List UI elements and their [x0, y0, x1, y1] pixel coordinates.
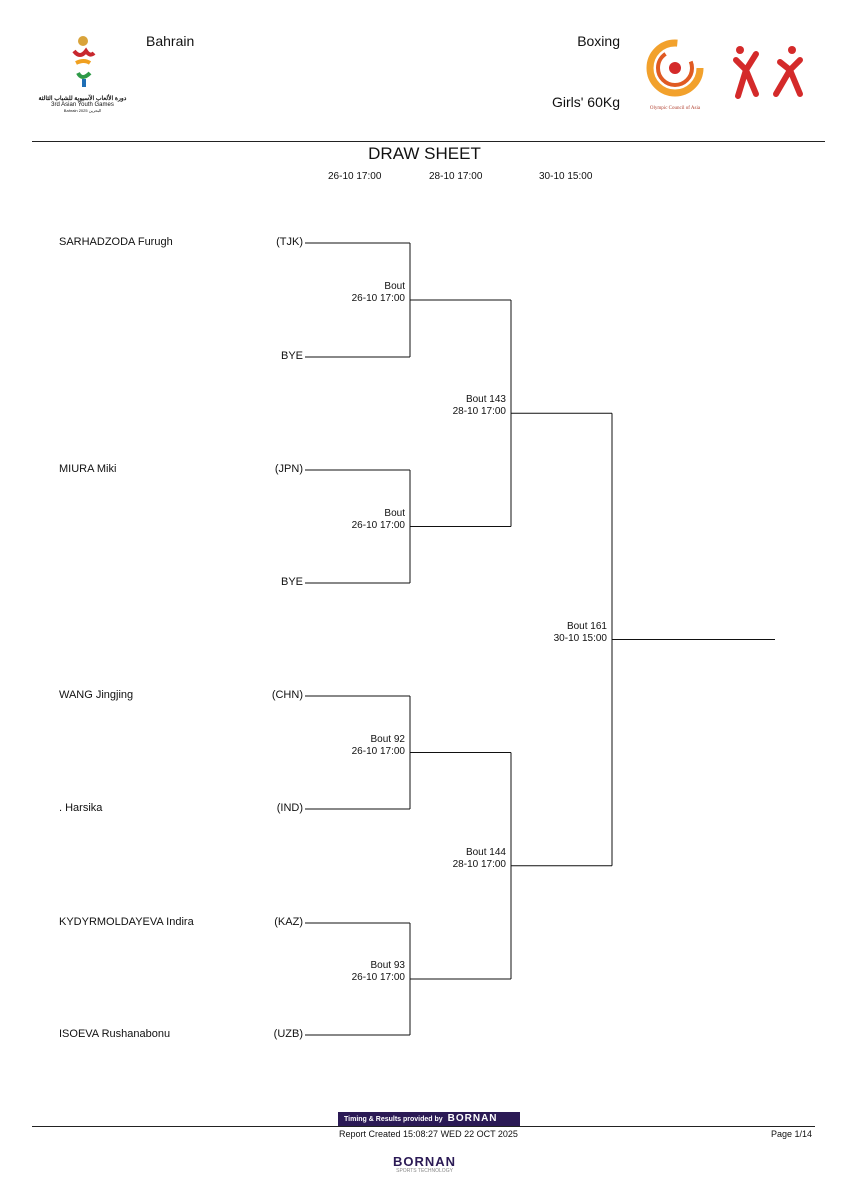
bornan-logo: BORNAN SPORTS TECHNOLOGY	[393, 1154, 457, 1174]
bout-number: Bout	[384, 507, 405, 519]
round-1-time: 26-10 17:00	[328, 171, 382, 182]
bout-number: Bout 161	[566, 620, 607, 632]
bout-number: Bout 144	[465, 846, 506, 858]
athlete-country: (CHN)	[271, 689, 303, 701]
oca-logo: Olympic Council of Asia	[640, 35, 710, 115]
athlete-name: WANG Jingjing	[59, 689, 134, 701]
header-divider	[32, 141, 825, 142]
athlete-country: BYE	[280, 576, 303, 588]
round-3-time: 30-10 15:00	[539, 171, 593, 182]
location: Bahrain	[146, 33, 195, 49]
bout-time: 26-10 17:00	[351, 745, 405, 757]
athlete-country: (KAZ)	[274, 916, 303, 928]
athlete-country: (UZB)	[273, 1028, 303, 1040]
round-2-time: 28-10 17:00	[429, 171, 483, 182]
athlete-country: BYE	[280, 350, 303, 362]
report-created: Report Created 15:08:27 WED 22 OCT 2025	[339, 1129, 518, 1139]
bout-time: 26-10 17:00	[351, 972, 405, 983]
athlete-name: ISOEVA Rushanabonu	[59, 1028, 171, 1040]
provider-brand: BORNAN	[447, 1113, 498, 1124]
athlete-name: SARHADZODA Furugh	[59, 236, 173, 248]
footer-divider	[32, 1126, 815, 1127]
athlete-name: MIURA Miki	[59, 463, 117, 475]
page-number: Page 1/14	[770, 1129, 812, 1139]
sport: Boxing	[577, 33, 620, 49]
athlete-country: (IND)	[276, 802, 303, 814]
bout-time: 30-10 15:00	[553, 632, 607, 644]
games-emblem-icon	[71, 36, 95, 87]
athlete-country: (JPN)	[274, 463, 303, 475]
bout-number: Bout 143	[465, 394, 506, 406]
bout-number: Bout	[384, 281, 405, 292]
event: Girls' 60Kg	[551, 94, 620, 110]
athlete-name: KYDYRMOLDAYEVA Indira	[59, 916, 194, 928]
athlete-country: (TJK)	[276, 236, 303, 248]
bout-time: 28-10 17:00	[452, 858, 506, 870]
boxing-pictogram-icon	[733, 46, 803, 99]
page-title: DRAW SHEET	[368, 144, 481, 163]
provider-text: Timing & Results provided by	[344, 1116, 443, 1123]
asian-youth-games-logo: دورة الألعاب الآسيوية للشباب الثالثة 3rd…	[30, 35, 135, 115]
bout-number: Bout 93	[370, 960, 405, 971]
provider-banner: Timing & Results provided by BORNAN	[338, 1112, 520, 1126]
athlete-name: . Harsika	[59, 802, 103, 814]
oca-sun-dragon-icon	[646, 39, 704, 97]
bout-time: 26-10 17:00	[351, 519, 405, 531]
bout-time: 26-10 17:00	[351, 293, 405, 304]
bout-time: 28-10 17:00	[452, 406, 506, 418]
bout-number: Bout 92	[370, 733, 405, 745]
